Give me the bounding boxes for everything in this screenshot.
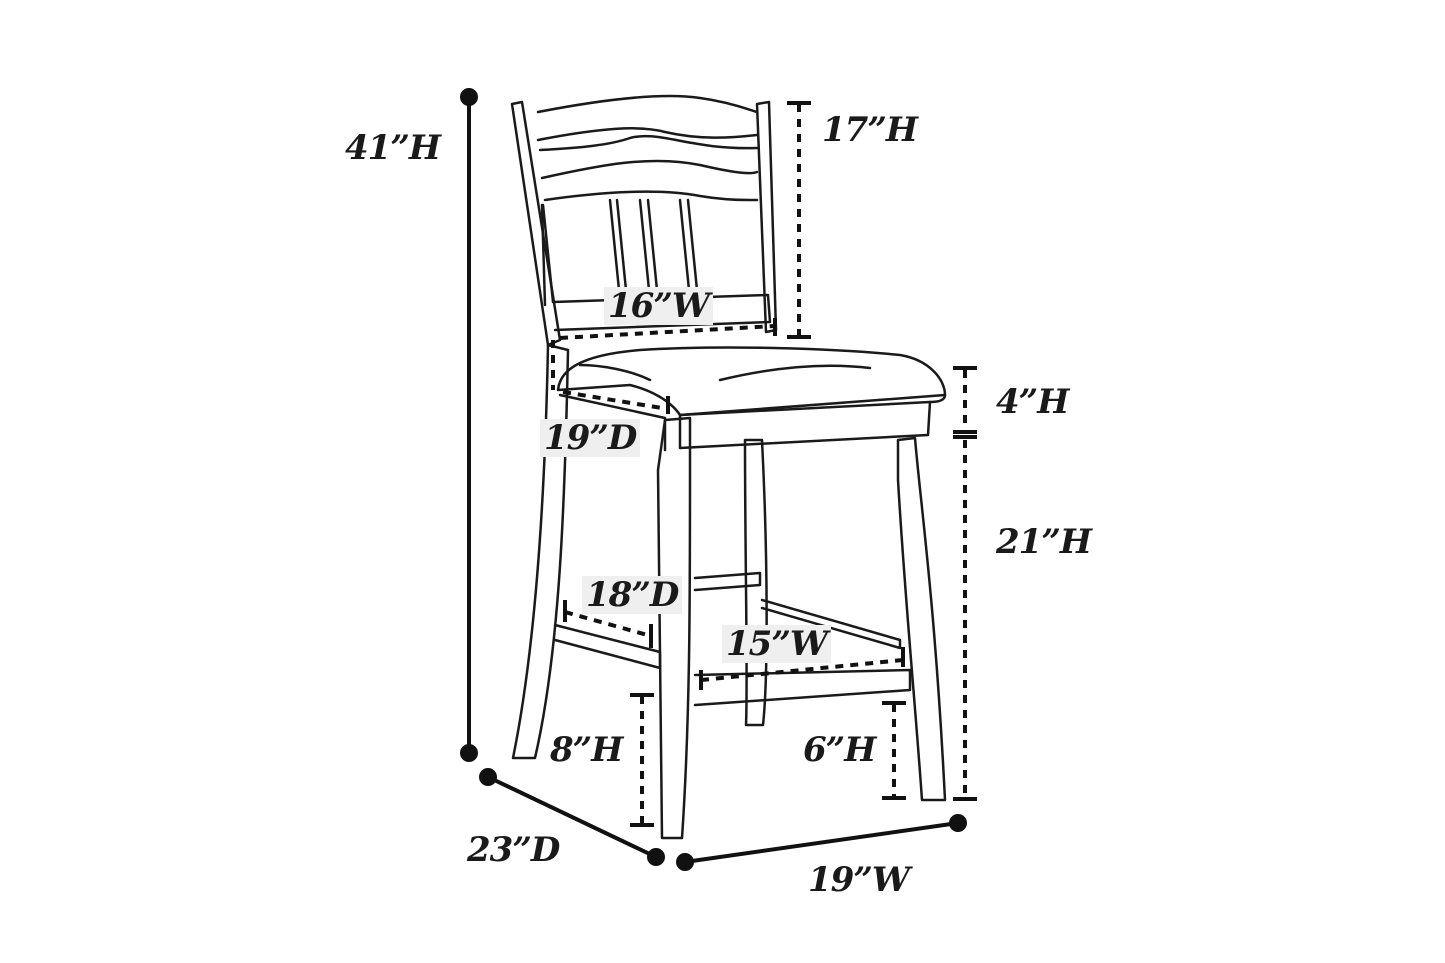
- overall-width-label: 19”W: [808, 860, 910, 900]
- rear-left-leg: [511, 343, 570, 760]
- seat-cushion: [556, 346, 947, 417]
- front-stretcher-height-label: 6”H: [803, 730, 876, 770]
- front-left-leg: [656, 416, 692, 840]
- seat-depth-label: 19”D: [540, 419, 641, 457]
- back-height-label: 17”H: [822, 110, 918, 150]
- seat-cushion-height-label: 4”H: [996, 382, 1069, 422]
- back-width-label: 16”W: [604, 287, 714, 325]
- overall-depth-label: 23”D: [467, 830, 560, 870]
- right-back-post: [755, 100, 778, 334]
- seat-to-floor-height-label: 21”H: [996, 522, 1092, 562]
- side-stretcher-height-label: 8”H: [550, 730, 623, 770]
- rear-right-leg: [743, 438, 768, 727]
- footrest-width-label: 15”W: [722, 625, 832, 663]
- left-back-post: [510, 100, 562, 347]
- overall-height-label: 41”H: [345, 128, 441, 168]
- front-right-leg: [896, 436, 947, 802]
- footrest-depth-label: 18”D: [582, 576, 683, 614]
